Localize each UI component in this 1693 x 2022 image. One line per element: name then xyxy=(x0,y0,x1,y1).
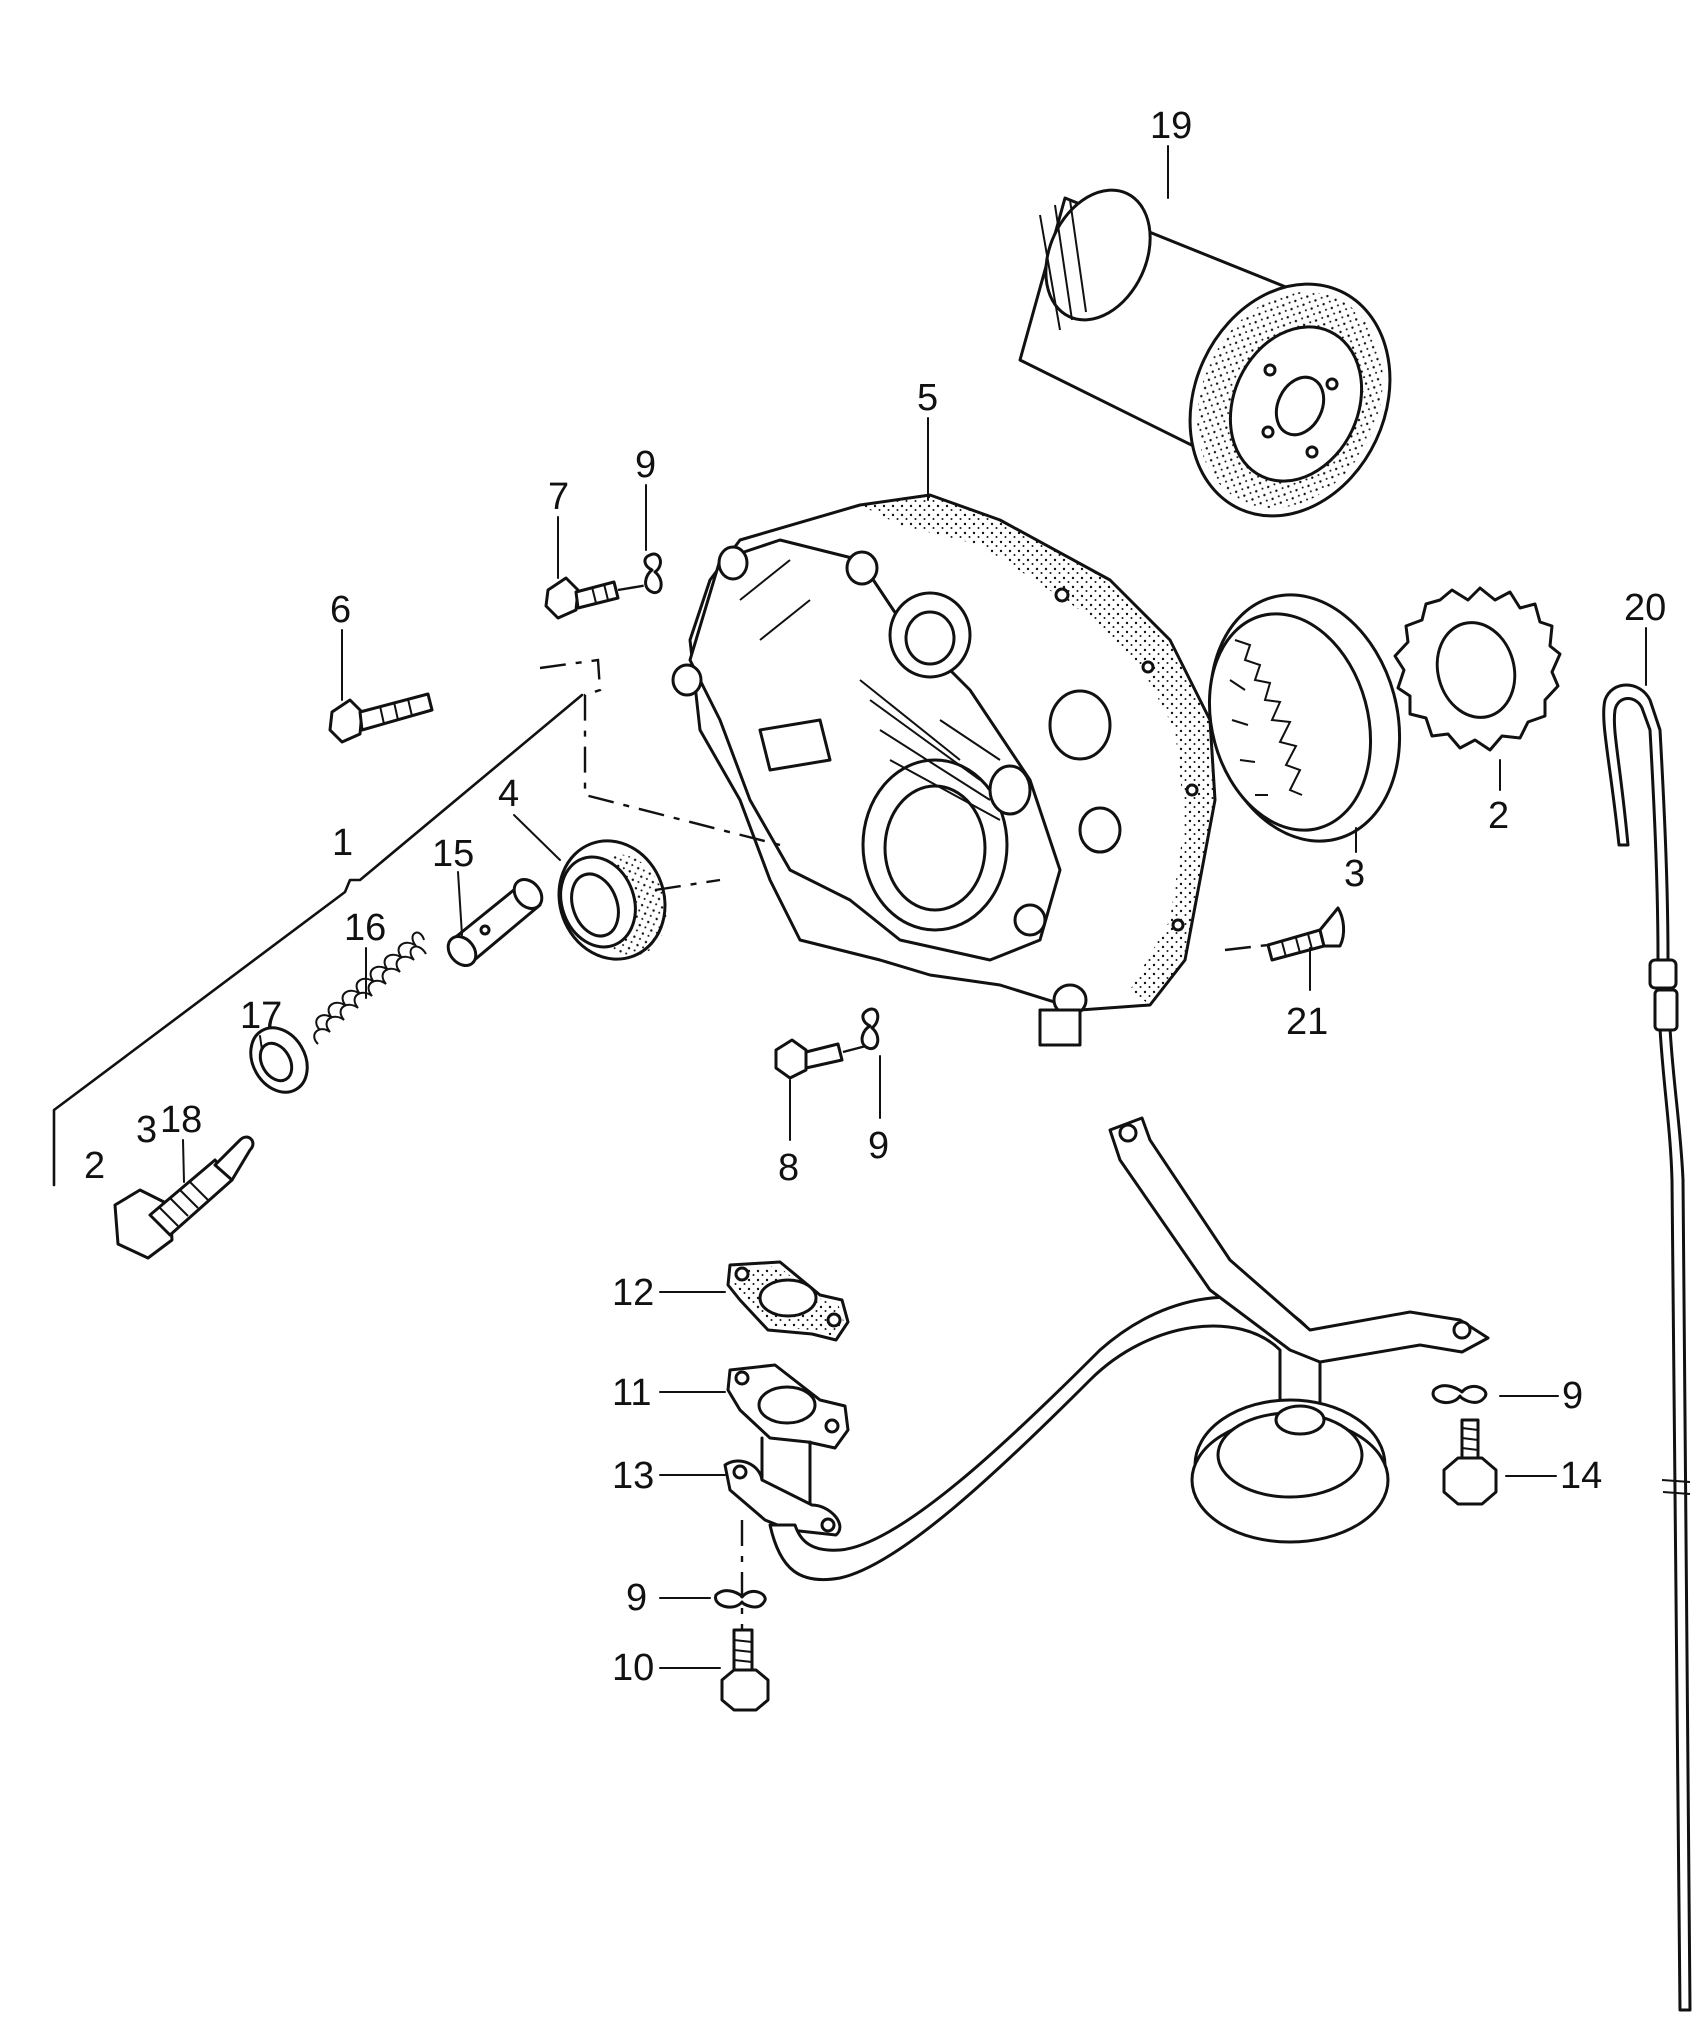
gasket-13 xyxy=(723,1459,842,1537)
callout-11: 11 xyxy=(612,1372,651,1414)
oil-dipstick xyxy=(1602,683,1692,2012)
flange-11 xyxy=(726,1363,850,1507)
callout-12: 12 xyxy=(612,1272,654,1314)
bolt-10 xyxy=(720,1628,770,1712)
gasket-12 xyxy=(726,1260,850,1342)
callout-17: 17 xyxy=(240,995,282,1037)
callout-20: 20 xyxy=(1624,587,1666,629)
callout-18: 18 xyxy=(160,1099,202,1141)
callout-9-mid: 9 xyxy=(868,1125,889,1167)
washer-9-mid xyxy=(860,1007,880,1051)
outer-rotor xyxy=(1207,593,1402,843)
bolt-14 xyxy=(1442,1418,1498,1506)
relief-valve-piston xyxy=(446,878,544,967)
callout-21: 21 xyxy=(1286,1001,1328,1043)
callout-14: 14 xyxy=(1560,1455,1602,1497)
callout-8: 8 xyxy=(778,1147,799,1189)
callout-10: 10 xyxy=(612,1647,654,1689)
bolt-8 xyxy=(774,1038,844,1080)
oil-filter xyxy=(1018,188,1392,518)
relief-valve-assembly-bracket xyxy=(52,693,584,1187)
callout-1: 1 xyxy=(332,822,353,864)
callout-3-right: 3 xyxy=(1344,853,1365,895)
assembly-lines xyxy=(539,583,1269,1630)
relief-valve-spring xyxy=(313,931,427,1045)
washer-9-right xyxy=(1431,1384,1488,1405)
callout-13: 13 xyxy=(612,1455,654,1497)
oil-pickup-pipe xyxy=(768,1116,1490,1582)
callout-3-left: 3 xyxy=(136,1109,157,1151)
sealing-ring xyxy=(249,1026,309,1094)
callout-15: 15 xyxy=(432,833,474,875)
callout-2-left: 2 xyxy=(84,1145,105,1187)
callout-9-low: 9 xyxy=(626,1577,647,1619)
callout-7: 7 xyxy=(548,476,569,518)
callout-labels: 19 5 9 7 6 20 4 2 1 15 3 16 21 17 18 3 2… xyxy=(84,105,1666,1689)
shaft-seal xyxy=(557,839,667,961)
relief-valve-plug xyxy=(113,1135,255,1260)
callout-9-right: 9 xyxy=(1562,1375,1583,1417)
callout-5: 5 xyxy=(917,377,938,419)
leader-lines xyxy=(182,145,1647,1669)
callout-6: 6 xyxy=(330,589,351,631)
countersunk-screw-21 xyxy=(1266,906,1346,962)
callout-16: 16 xyxy=(344,907,386,949)
washer-9-low xyxy=(714,1589,767,1609)
inner-gear xyxy=(1393,586,1562,752)
bolt-6 xyxy=(328,692,434,744)
washer-9-top xyxy=(643,552,663,595)
callout-2-right: 2 xyxy=(1488,795,1509,837)
callout-19: 19 xyxy=(1150,105,1192,147)
oil-pump-housing xyxy=(671,493,1217,1047)
callout-9: 9 xyxy=(635,444,656,486)
callout-4: 4 xyxy=(498,773,519,815)
bolt-7 xyxy=(544,576,620,620)
